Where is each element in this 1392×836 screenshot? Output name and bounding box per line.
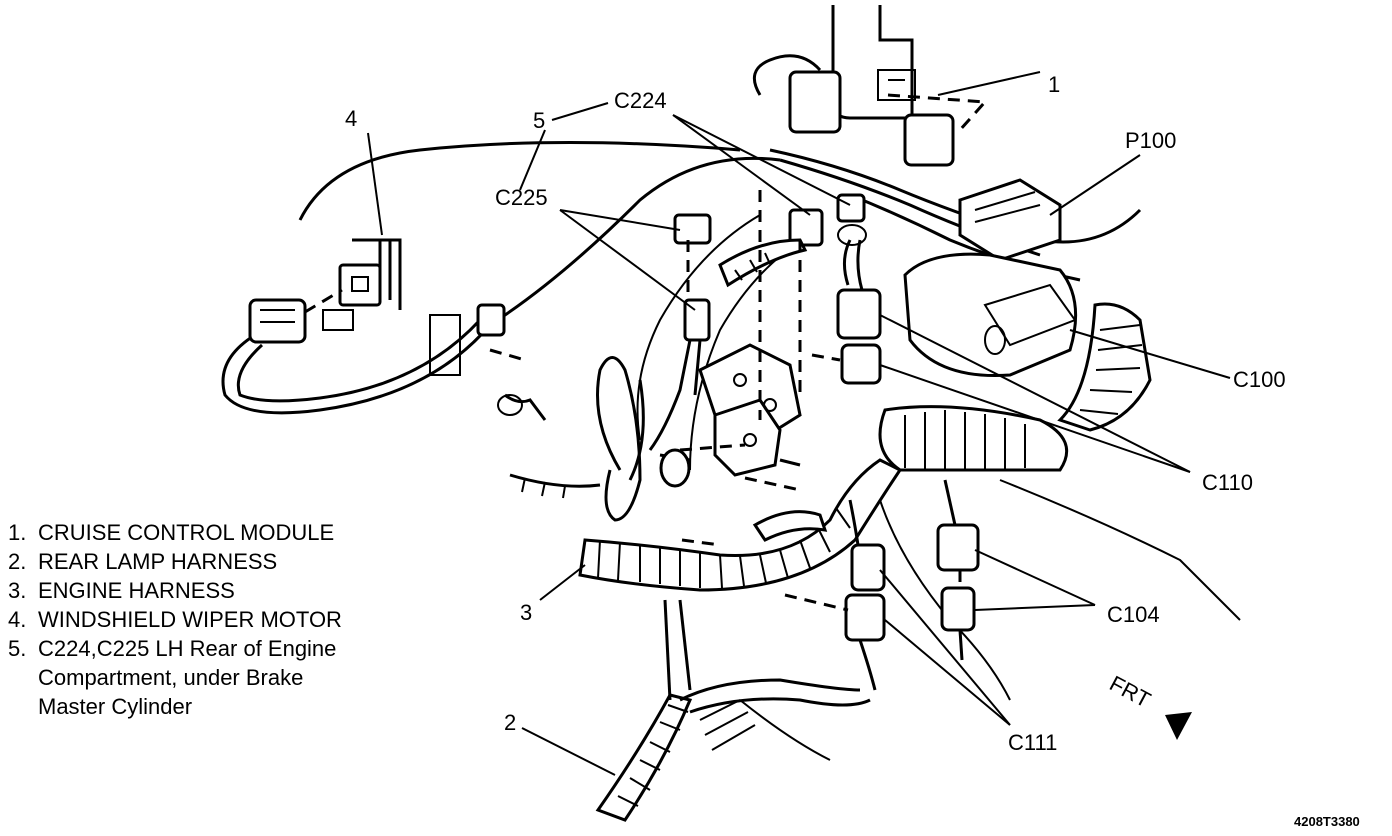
- c111-connectors: [784, 499, 886, 691]
- leader-lines: [367, 71, 1231, 776]
- c224-c225-connectors: [648, 193, 866, 451]
- right-wrapped-harness: [878, 302, 1152, 472]
- wiper-motor: [248, 238, 402, 344]
- legend-item-4: 4. WINDSHIELD WIPER MOTOR: [8, 607, 342, 632]
- frt-label: FRT: [1106, 671, 1155, 713]
- callout-c225: C225: [495, 185, 548, 210]
- callout-1: 1: [1048, 72, 1060, 97]
- callout-c104: C104: [1107, 602, 1160, 627]
- callout-2: 2: [504, 710, 516, 735]
- engine-harness: [509, 458, 903, 592]
- legend-item-2: 2. REAR LAMP HARNESS: [8, 549, 278, 574]
- figure-id: 4208T3380: [1294, 814, 1360, 829]
- legend-item-5: 5. C224,C225 LH Rear of Engine: [8, 636, 337, 661]
- callout-c224: C224: [614, 88, 667, 113]
- callout-3: 3: [520, 600, 532, 625]
- legend-item-3: 3. ENGINE HARNESS: [8, 578, 235, 603]
- callout-labels: 1 4 5 C224 C225 P100 C100 C110 C104 C111…: [345, 72, 1360, 829]
- legend-item-5-continuation-2: Master Cylinder: [38, 694, 193, 719]
- cruise-control-module: [831, 5, 916, 120]
- legend-item-5-continuation-1: Compartment, under Brake: [38, 665, 304, 690]
- p100-connector: [958, 178, 1062, 262]
- wiper-harness: [221, 156, 781, 421]
- c100-connector: [903, 252, 1078, 378]
- rear-lamp-harness: [595, 599, 871, 822]
- mounting-bracket: [659, 190, 802, 547]
- module-connectors: [752, 54, 989, 167]
- front-direction-arrow: FRT: [1106, 671, 1192, 740]
- legend: 1. CRUISE CONTROL MODULE 2. REAR LAMP HA…: [8, 518, 448, 721]
- callout-c111: C111: [1008, 730, 1057, 755]
- callout-c110: C110: [1202, 470, 1253, 495]
- c110-connectors: [811, 224, 882, 385]
- wire-loop: [596, 356, 645, 522]
- callout-4: 4: [345, 106, 357, 131]
- legend-item-1: 1. CRUISE CONTROL MODULE: [8, 520, 335, 545]
- callout-5: 5: [533, 108, 545, 133]
- callout-p100: P100: [1125, 128, 1176, 153]
- callout-c100: C100: [1233, 367, 1286, 392]
- c104-connectors: [936, 479, 980, 661]
